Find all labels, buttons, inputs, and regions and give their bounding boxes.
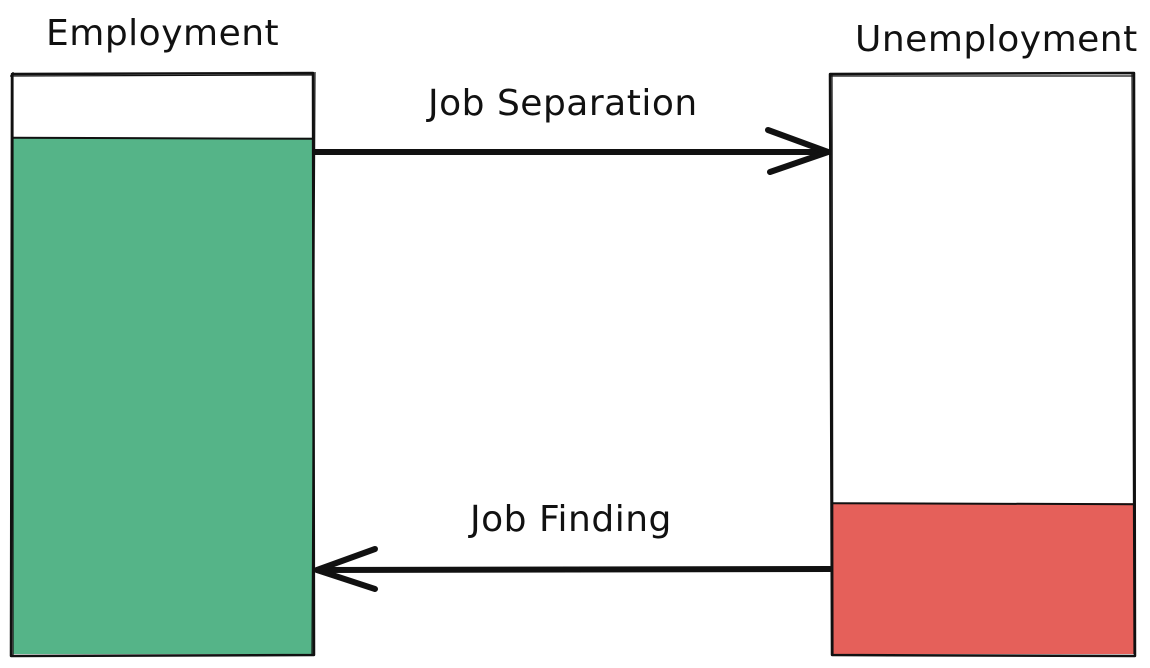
employment-stock [9,71,316,658]
unemployment-fill [832,503,1134,654]
unemployment-box-outline-sketch [829,72,1135,657]
unemployment-box-outline [828,71,1137,658]
employment-level-line [12,136,314,140]
unemployment-label: Unemployment [855,19,1138,60]
employment-fill [13,137,313,655]
job-separation-arrow-head [765,127,831,175]
unemployment-stock [828,71,1137,658]
job-finding-arrow-head [314,546,378,592]
employment-box-outline-sketch [9,71,316,655]
job-finding-arrow-shaft [314,566,833,573]
employment-box-outline [9,71,316,658]
job-separation-arrow [312,127,831,175]
job-separation-label: Job Separation [428,83,698,124]
unemployment-level-line [831,502,1135,506]
job-finding-label: Job Finding [470,499,672,540]
job-finding-arrow [314,546,833,592]
employment-label: Employment [46,13,280,54]
